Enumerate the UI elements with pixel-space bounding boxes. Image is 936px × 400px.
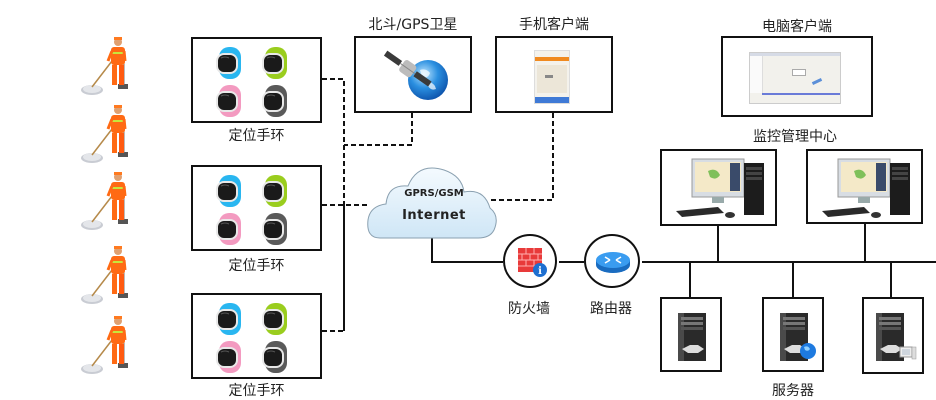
pc-client-box bbox=[721, 36, 873, 117]
bracelet-label-2: 定位手环 bbox=[228, 258, 285, 274]
mobile-app-screenshot bbox=[534, 50, 570, 104]
svg-text:i: i bbox=[538, 266, 542, 277]
bracelet-watches bbox=[215, 303, 301, 375]
dashed-link-bracelet-1 bbox=[322, 78, 345, 145]
servers-label: 服务器 bbox=[772, 383, 814, 399]
gray-watch-icon bbox=[261, 213, 288, 245]
pc-app-screenshot bbox=[749, 52, 841, 104]
link-cloud-firewall bbox=[431, 228, 503, 263]
dashed-link-mobile bbox=[488, 113, 554, 201]
server-icon bbox=[678, 313, 706, 361]
bracelet-box-1 bbox=[191, 37, 322, 123]
pink-watch-icon bbox=[215, 341, 242, 373]
worker-figure bbox=[79, 244, 130, 306]
dashed-link-satellite bbox=[344, 113, 413, 146]
worker-figure bbox=[79, 103, 130, 165]
mobile-client-label: 手机客户端 bbox=[519, 17, 589, 33]
bracelet-watches bbox=[215, 47, 301, 119]
green-watch-icon bbox=[261, 175, 288, 207]
firewall-node: i bbox=[503, 234, 557, 288]
pc-client-label: 电脑客户端 bbox=[762, 19, 832, 35]
green-watch-icon bbox=[261, 47, 288, 79]
satellite-globe-icon bbox=[383, 50, 448, 100]
workstation-box-1 bbox=[660, 149, 777, 226]
worker-figure bbox=[79, 35, 130, 97]
server-icon bbox=[780, 313, 816, 361]
server-box-2 bbox=[762, 297, 824, 372]
blue-watch-icon bbox=[215, 47, 242, 79]
satellite-label: 北斗/GPS卫星 bbox=[368, 17, 458, 33]
dashed-link-bracelet-3 bbox=[322, 205, 345, 332]
workstation-box-2 bbox=[806, 149, 923, 224]
globe-badge-icon bbox=[800, 343, 816, 359]
workstation-icon bbox=[675, 158, 765, 219]
worker-figure bbox=[79, 314, 130, 376]
bracelet-box-3 bbox=[191, 293, 322, 379]
bracelet-watches bbox=[215, 175, 301, 247]
green-watch-icon bbox=[261, 303, 288, 335]
server-box-1 bbox=[660, 297, 722, 372]
blue-watch-icon bbox=[215, 303, 242, 335]
gray-watch-icon bbox=[261, 85, 288, 117]
router-icon bbox=[596, 252, 630, 273]
internet-cloud bbox=[367, 167, 497, 239]
server-icon bbox=[876, 313, 917, 361]
router-label: 路由器 bbox=[590, 301, 632, 317]
router-node bbox=[584, 234, 640, 288]
cloud-line-2: Internet bbox=[402, 208, 466, 223]
server-box-3 bbox=[862, 297, 924, 374]
satellite-box bbox=[354, 36, 472, 113]
mobile-client-box bbox=[495, 36, 613, 113]
gray-watch-icon bbox=[261, 341, 288, 373]
cloud-line-1: GPRS/GSM bbox=[404, 188, 464, 199]
pink-watch-icon bbox=[215, 213, 242, 245]
blue-watch-icon bbox=[215, 175, 242, 207]
pink-watch-icon bbox=[215, 85, 242, 117]
firewall-icon: i bbox=[518, 248, 547, 277]
monitoring-center-label: 监控管理中心 bbox=[753, 129, 837, 145]
bracelet-label-3: 定位手环 bbox=[228, 383, 285, 399]
firewall-label: 防火墙 bbox=[508, 301, 550, 317]
bracelet-box-2 bbox=[191, 165, 322, 251]
workstation-icon bbox=[821, 158, 911, 219]
bracelet-label-1: 定位手环 bbox=[228, 128, 285, 144]
worker-figure bbox=[79, 170, 130, 232]
